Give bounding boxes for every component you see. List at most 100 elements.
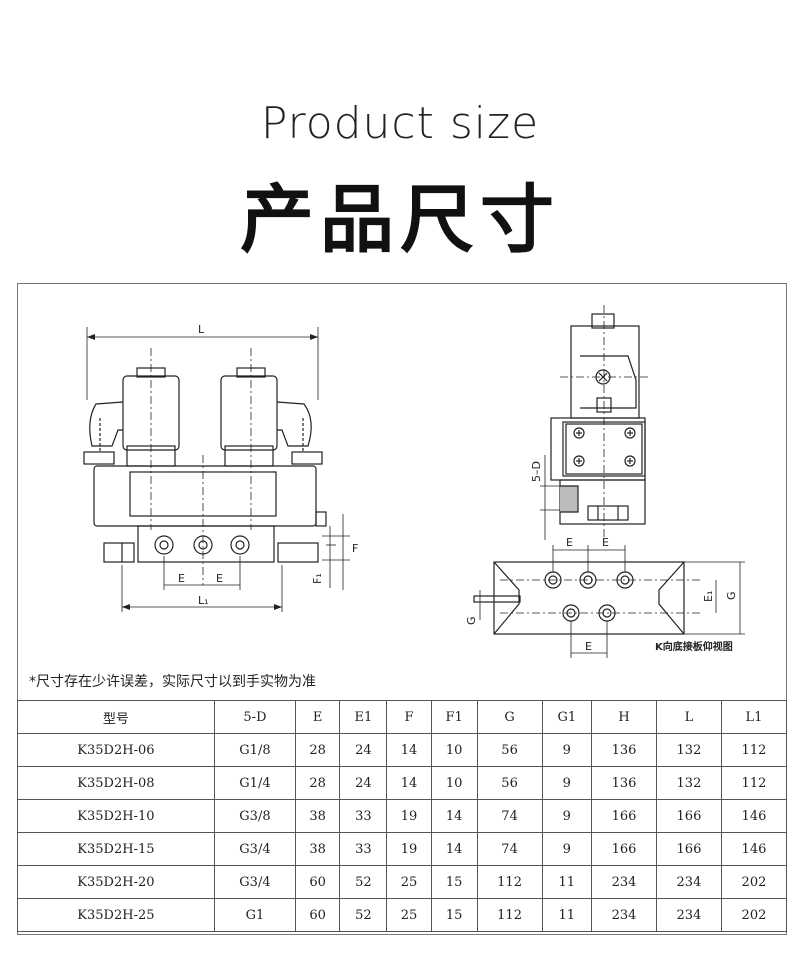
technical-drawing: L E E L₁ F F₁ 5–D E E E₁ G G E K向底接板仰视图 xyxy=(83,305,745,658)
table-cell: 9 xyxy=(541,799,593,833)
front-view xyxy=(83,327,350,612)
label-bottom-E-right: E xyxy=(602,536,609,549)
table-cell: 56 xyxy=(476,733,543,767)
table-cell: 33 xyxy=(339,799,388,833)
table-header-row: 型号 5-D E E1 F F1 G G1 H L L1 xyxy=(17,700,788,734)
table-cell: 11 xyxy=(541,865,593,899)
table-cell: 166 xyxy=(655,832,722,866)
table-cell: 112 xyxy=(720,766,788,800)
table-cell: K35D2H-10 xyxy=(17,799,215,833)
table-cell: 146 xyxy=(720,799,788,833)
header-cell: F xyxy=(386,700,432,734)
table-cell: G3/4 xyxy=(213,832,297,866)
table-cell: 112 xyxy=(720,733,788,767)
header-cell: E1 xyxy=(339,700,388,734)
label-E1: E₁ xyxy=(702,591,715,602)
table-cell: 132 xyxy=(655,733,722,767)
table-cell: 146 xyxy=(720,832,788,866)
table-cell: 33 xyxy=(339,832,388,866)
table-cell: 234 xyxy=(591,898,657,932)
table-cell: 74 xyxy=(476,832,543,866)
side-view xyxy=(540,305,650,540)
table-cell: G1 xyxy=(213,898,297,932)
title-chinese: 产品尺寸 xyxy=(240,177,560,263)
table-cell: G1/4 xyxy=(213,766,297,800)
label-G: G xyxy=(725,591,738,600)
table-cell: 136 xyxy=(591,766,657,800)
table-cell: 15 xyxy=(430,865,478,899)
label-L1: L₁ xyxy=(198,594,209,607)
table-cell: 60 xyxy=(295,898,341,932)
table-cell: 9 xyxy=(541,733,593,767)
table-cell: K35D2H-15 xyxy=(17,832,215,866)
table-cell: K35D2H-25 xyxy=(17,898,215,932)
table-cell: 136 xyxy=(591,733,657,767)
table-cell: 166 xyxy=(591,832,657,866)
table-cell: 234 xyxy=(591,865,657,899)
table-cell: 38 xyxy=(295,799,341,833)
table-cell: 10 xyxy=(430,766,478,800)
table-cell: 60 xyxy=(295,865,341,899)
table-cell: 19 xyxy=(386,799,432,833)
size-note: *尺寸存在少许误差，实际尺寸以到手实物为准 xyxy=(29,674,316,690)
table-cell: 28 xyxy=(295,766,341,800)
table-cell: 132 xyxy=(655,766,722,800)
table-cell: 24 xyxy=(339,733,388,767)
table-cell: 10 xyxy=(430,733,478,767)
table-cell: 11 xyxy=(541,898,593,932)
table-cell: 234 xyxy=(655,865,722,899)
label-E-left: E xyxy=(178,572,185,585)
table-cell: K35D2H-08 xyxy=(17,766,215,800)
table-cell: 9 xyxy=(541,832,593,866)
table-cell: 25 xyxy=(386,865,432,899)
header-cell: 型号 xyxy=(17,700,215,734)
table-cell: 15 xyxy=(430,898,478,932)
label-G-left: G xyxy=(465,616,478,625)
header-cell: L xyxy=(655,700,722,734)
table-cell: G1/8 xyxy=(213,733,297,767)
table-cell: 202 xyxy=(720,865,788,899)
table-cell: 112 xyxy=(476,865,543,899)
table-cell: 112 xyxy=(476,898,543,932)
table-cell: 19 xyxy=(386,832,432,866)
table-cell: 234 xyxy=(655,898,722,932)
label-F: F xyxy=(352,542,358,555)
label-bottom-E-left: E xyxy=(566,536,573,549)
drawing-frame xyxy=(17,283,787,935)
table-cell: K35D2H-20 xyxy=(17,865,215,899)
table-cell: 202 xyxy=(720,898,788,932)
header-cell: G1 xyxy=(541,700,593,734)
header-cell: L1 xyxy=(720,700,788,734)
table-cell: K35D2H-06 xyxy=(17,733,215,767)
table-cell: 52 xyxy=(339,865,388,899)
header-cell: E xyxy=(295,700,341,734)
label-F1: F₁ xyxy=(311,573,324,584)
label-E-right: E xyxy=(216,572,223,585)
table-cell: 166 xyxy=(591,799,657,833)
table-cell: 14 xyxy=(386,733,432,767)
table-cell: 38 xyxy=(295,832,341,866)
table-cell: 24 xyxy=(339,766,388,800)
table-cell: G3/4 xyxy=(213,865,297,899)
label-bottom-E: E xyxy=(585,640,592,653)
table-cell: 74 xyxy=(476,799,543,833)
label-L: L xyxy=(198,323,205,336)
table-cell: 14 xyxy=(430,832,478,866)
table-cell: G3/8 xyxy=(213,799,297,833)
header-cell: G xyxy=(476,700,543,734)
bottom-view xyxy=(473,545,745,658)
table-cell: 25 xyxy=(386,898,432,932)
table-cell: 14 xyxy=(386,766,432,800)
table-cell: 14 xyxy=(430,799,478,833)
header-cell: H xyxy=(591,700,657,734)
bottom-view-caption: K向底接板仰视图 xyxy=(655,640,733,653)
table-cell: 56 xyxy=(476,766,543,800)
